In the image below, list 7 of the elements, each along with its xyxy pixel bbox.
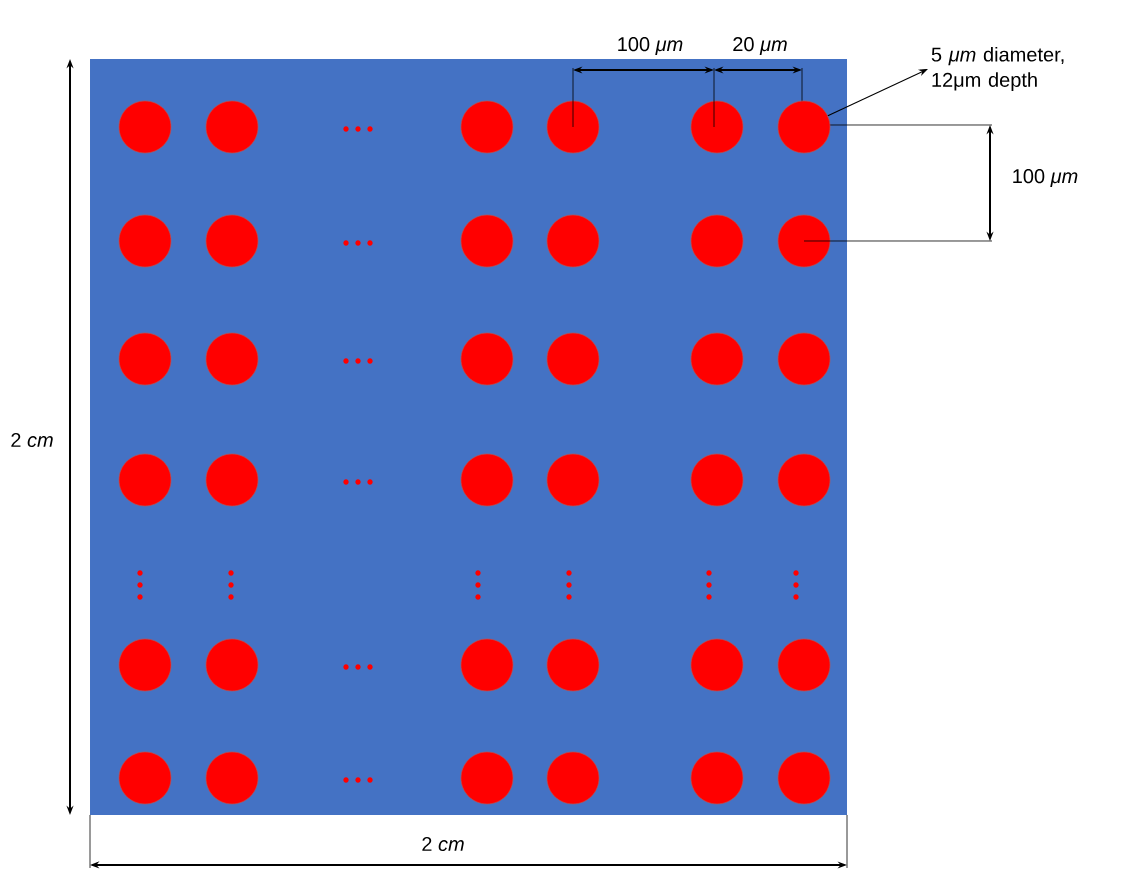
dimension-label: 100 μm <box>618 37 683 55</box>
hole-circle <box>777 100 831 154</box>
dimension-label: 20 μm <box>733 37 787 55</box>
dimension-label: 2 cm <box>422 836 464 852</box>
dimension-label: 2 cm <box>11 432 53 448</box>
annotation-text: 5 μm diameter, 12μm depth <box>931 46 1064 91</box>
dimension-label: 100 μm <box>1013 169 1078 187</box>
